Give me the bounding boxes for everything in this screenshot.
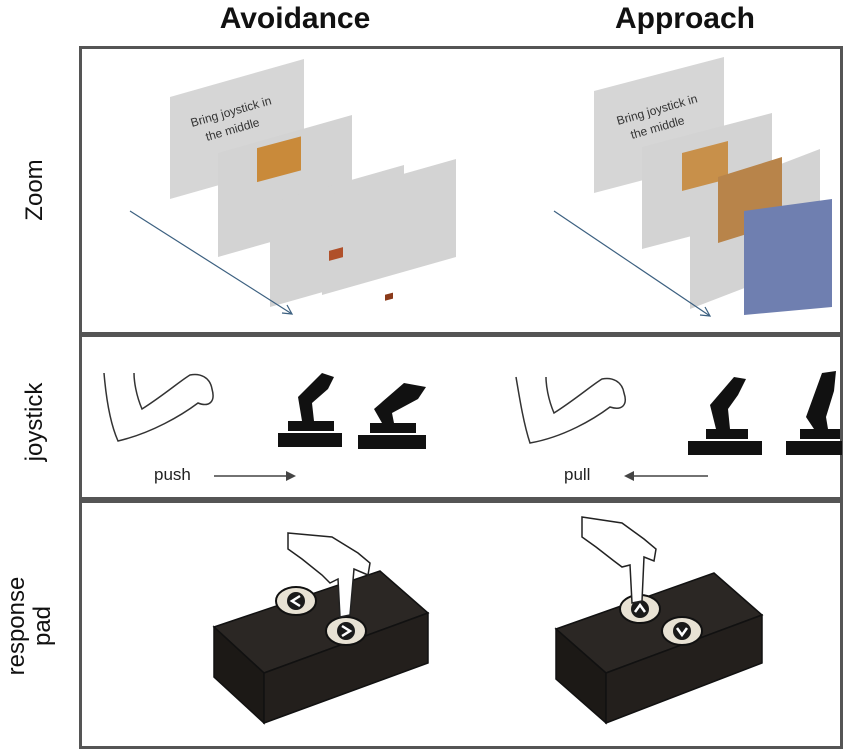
chevron-down-icon bbox=[675, 627, 689, 638]
pull-label: pull bbox=[564, 465, 591, 484]
joystick-icon-avoid-1 bbox=[278, 373, 342, 447]
stimulus-image-small bbox=[385, 292, 393, 301]
row-label-pad: pad bbox=[29, 605, 56, 647]
hand-icon-avoid bbox=[287, 532, 371, 618]
column-title-avoidance: Avoidance bbox=[219, 2, 371, 35]
row-label-zoom: Zoom bbox=[21, 159, 48, 221]
zoom-panel: Bring joystick in the middle Bring joyst… bbox=[79, 46, 843, 335]
hand-icon-approach bbox=[581, 516, 657, 604]
chevron-right-icon bbox=[341, 624, 353, 638]
joystick-panel: push pull bbox=[79, 334, 843, 500]
response-pad-panel bbox=[79, 500, 843, 749]
zoom-arrowhead-avoidance bbox=[281, 304, 294, 315]
slide-4 bbox=[322, 159, 456, 295]
arm-avoidance-icon bbox=[103, 372, 214, 442]
joystick-illustration bbox=[103, 371, 842, 481]
zoom-arrow-approach bbox=[553, 210, 711, 317]
joystick-icon-approach-1 bbox=[688, 377, 762, 455]
column-title-approach: Approach bbox=[614, 2, 755, 35]
approach-image-small bbox=[682, 141, 728, 191]
pad-side-approach bbox=[605, 613, 763, 725]
approach-slide-stack: Bring joystick in the middle bbox=[553, 57, 832, 317]
row-label-response-pad: response pad bbox=[3, 566, 56, 686]
pull-arrowhead bbox=[624, 471, 634, 481]
response-pad-avoidance bbox=[212, 532, 430, 725]
avoidance-slide-stack: Bring joystick in the middle bbox=[129, 59, 456, 315]
zoom-illustration: Bring joystick in the middle Bring joyst… bbox=[129, 57, 832, 317]
push-arrowhead bbox=[286, 471, 296, 481]
approach-image-large bbox=[744, 199, 832, 315]
zoom-arrow-avoidance bbox=[129, 210, 293, 315]
row-label-joystick: joystick bbox=[21, 382, 48, 462]
stimulus-image-large bbox=[257, 136, 301, 183]
row-label-response: response bbox=[3, 576, 30, 676]
response-pad-illustration bbox=[212, 516, 764, 725]
chevron-left-icon bbox=[289, 594, 301, 608]
joystick-icon-approach-2 bbox=[786, 371, 842, 455]
pad-side bbox=[263, 611, 429, 725]
arm-approach-icon bbox=[515, 376, 626, 444]
push-label: push bbox=[154, 465, 191, 484]
response-pad-approach bbox=[554, 516, 764, 725]
zoom-arrowhead-approach bbox=[699, 306, 712, 317]
chevron-up-icon bbox=[633, 602, 647, 613]
stimulus-image-medium bbox=[329, 247, 343, 261]
joystick-icon-avoid-2 bbox=[358, 383, 426, 449]
